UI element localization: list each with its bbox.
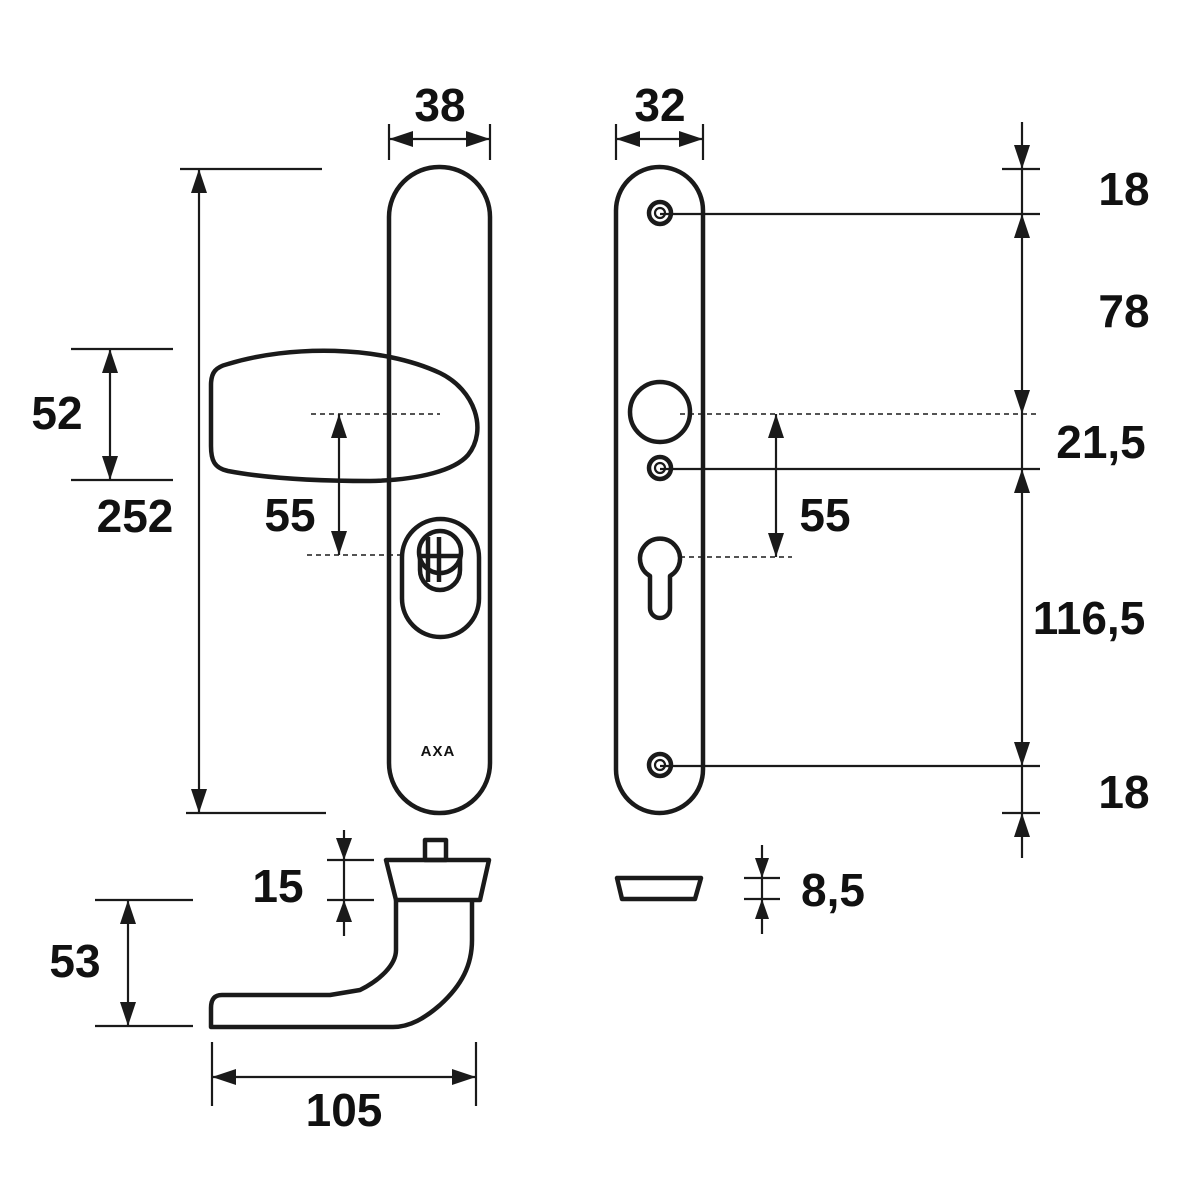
dim-rose-height: 15 bbox=[252, 830, 374, 936]
label-bottom-edge: 18 bbox=[1098, 766, 1149, 818]
svg-text:55: 55 bbox=[799, 489, 850, 541]
dim-handle-to-cylinder: 55 bbox=[264, 413, 440, 556]
dim-back-handle-to-cylinder: 55 bbox=[680, 413, 1040, 558]
svg-text:105: 105 bbox=[306, 1084, 383, 1136]
back-plate-section bbox=[614, 875, 704, 902]
dim-handle-height: 52 bbox=[31, 347, 173, 482]
label-top-edge: 18 bbox=[1098, 163, 1149, 215]
dim-front-width: 38 bbox=[387, 79, 492, 160]
dim-total-height: 252 bbox=[97, 167, 326, 815]
label-handle-middle: 21,5 bbox=[1056, 416, 1146, 468]
dim-lever-height: 53 bbox=[49, 898, 193, 1028]
svg-text:8,5: 8,5 bbox=[801, 864, 865, 916]
svg-text:252: 252 bbox=[97, 490, 174, 542]
svg-text:15: 15 bbox=[252, 860, 303, 912]
label-hole-lower: 116,5 bbox=[1033, 592, 1146, 644]
front-cylinder bbox=[399, 516, 482, 640]
dim-lever-length: 105 bbox=[210, 1042, 478, 1136]
svg-text:52: 52 bbox=[31, 387, 82, 439]
svg-text:55: 55 bbox=[264, 489, 315, 541]
dim-back-width: 32 bbox=[614, 79, 705, 160]
dim-hole-chain: 18 78 21,5 116,5 18 bbox=[660, 122, 1150, 858]
label-hole-upper: 78 bbox=[1098, 285, 1149, 337]
svg-text:32: 32 bbox=[634, 79, 685, 131]
back-plate bbox=[613, 164, 706, 816]
spindle-hole bbox=[627, 379, 693, 445]
lever-side-view bbox=[208, 837, 492, 1030]
svg-text:53: 53 bbox=[49, 935, 100, 987]
front-plate: AXA bbox=[208, 164, 493, 816]
dim-back-plate-thickness: 8,5 bbox=[744, 845, 865, 934]
front-knob bbox=[208, 348, 480, 484]
brand-logo: AXA bbox=[421, 743, 456, 760]
svg-text:38: 38 bbox=[414, 79, 465, 131]
keyhole bbox=[637, 536, 683, 621]
